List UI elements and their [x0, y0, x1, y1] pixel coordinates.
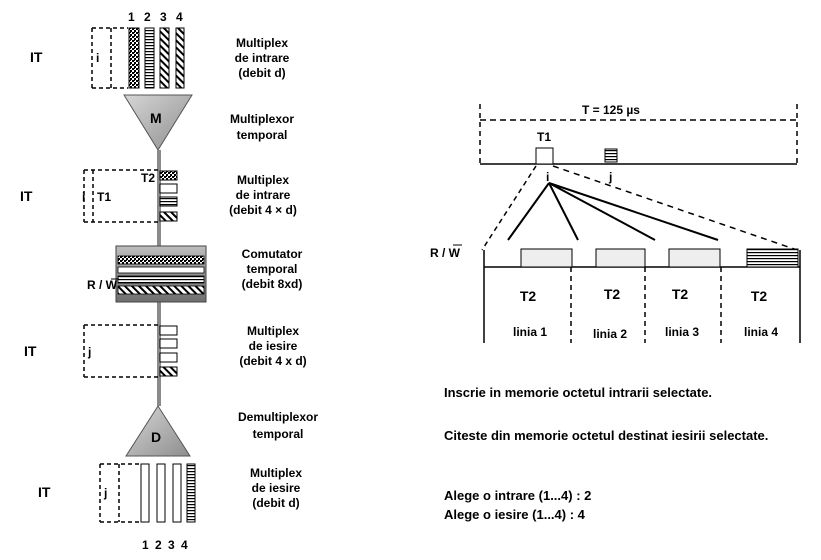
t2-label: T2: [672, 286, 689, 302]
time-switch-block: [115, 245, 207, 303]
demultiplexor-triangle: [125, 405, 191, 457]
desc-line: (debit 8xd): [242, 277, 303, 291]
mux-letter: M: [150, 110, 162, 126]
desc-line: Demultiplexor: [238, 410, 318, 424]
slot-line-1: [520, 248, 573, 268]
demux-letter: D: [151, 429, 161, 445]
desc-line: (debit 4 x d): [239, 354, 306, 368]
t2-label: T2: [520, 288, 537, 304]
it-label: IT: [20, 188, 33, 204]
i-label: i: [96, 51, 99, 65]
output-multiplex-block: [99, 463, 196, 523]
j-label: j: [87, 345, 91, 359]
slot-line-2: [595, 248, 646, 268]
i-label: i: [546, 170, 549, 184]
rw-label: R / W: [430, 246, 461, 260]
t2-label: T2: [751, 288, 768, 304]
channel-number: 3: [168, 538, 175, 552]
j-label: j: [103, 486, 107, 500]
desc-line: Multiplex: [236, 36, 288, 50]
left-diagram: 1 2 3 4 IT i M: [20, 10, 318, 552]
t2-label: T2: [141, 171, 155, 185]
desc-line: (debit d): [252, 496, 299, 510]
desc-line: temporal: [247, 262, 298, 276]
period-label: T = 125 µs: [582, 103, 640, 117]
channel-number: 4: [176, 10, 183, 24]
it-label: IT: [24, 343, 37, 359]
t2-label: T2: [604, 286, 621, 302]
right-diagram: T = 125 µs T1 i j R / W T2 T2 T2 T2: [430, 103, 801, 343]
desc-line: (debit d): [238, 66, 285, 80]
j-label: j: [608, 170, 612, 184]
choose-output: Alege o iesire (1...4) : 4: [444, 507, 585, 522]
it-label: IT: [38, 484, 51, 500]
t1-label: T1: [537, 130, 551, 144]
desc-line: Multiplexor: [230, 112, 294, 126]
channel-number: 1: [142, 538, 149, 552]
desc-line: de intrare: [235, 51, 290, 65]
desc-line: de iesire: [252, 481, 301, 495]
input-multiplex-block: [91, 27, 185, 89]
desc-line: temporal: [253, 427, 304, 441]
channel-number: 2: [155, 538, 162, 552]
channel-number: 2: [144, 10, 151, 24]
desc-line: de iesire: [249, 339, 298, 353]
line-label: linia 3: [665, 325, 699, 339]
input-multiplex-4d-block: [83, 169, 178, 223]
channel-number: 4: [181, 538, 188, 552]
desc-line: Multiplex: [247, 324, 299, 338]
multiplexor-triangle: [123, 94, 193, 151]
desc-line: (debit 4 × d): [229, 203, 297, 217]
read-instruction: Citeste din memorie octetul destinat ies…: [444, 428, 769, 443]
desc-line: Comutator: [242, 247, 303, 261]
write-instruction: Inscrie in memorie octetul intrarii sele…: [444, 385, 713, 400]
line-label: linia 1: [513, 325, 547, 339]
desc-line: de intrare: [236, 188, 291, 202]
desc-line: temporal: [237, 128, 288, 142]
desc-line: Multiplex: [250, 466, 302, 480]
choose-input: Alege o intrare (1...4) : 2: [444, 488, 592, 503]
slot-j: [604, 148, 618, 163]
t1-label: T1: [97, 190, 111, 204]
i-label: i: [82, 190, 85, 204]
line-label: linia 2: [593, 327, 627, 341]
slot-line-4: [746, 248, 799, 268]
channel-number: 1: [128, 10, 135, 24]
desc-line: Multiplex: [237, 173, 289, 187]
slot-line-3: [668, 248, 721, 268]
it-label: IT: [30, 49, 43, 65]
rw-label: R / W: [87, 278, 118, 292]
slot-i: [535, 147, 554, 165]
output-multiplex-4d-block: [83, 324, 178, 378]
channel-number: 3: [160, 10, 167, 24]
line-label: linia 4: [744, 325, 778, 339]
